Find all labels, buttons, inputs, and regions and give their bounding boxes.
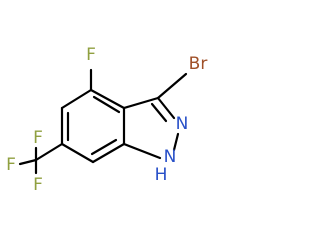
bond — [156, 96, 176, 120]
ring-nitrogen-label: N — [176, 114, 189, 134]
double-bond-inner — [92, 95, 121, 114]
structure-canvas: F Br N N H F F F — [6, 45, 208, 195]
bond — [60, 88, 93, 110]
bond — [122, 142, 162, 160]
cf3-fluorine-top-label: F — [33, 128, 43, 148]
bond-lines — [18, 68, 188, 175]
cf3-fluorine-bottom-label: F — [33, 175, 43, 195]
bond — [91, 142, 126, 164]
molecule-structure: F Br N N H F F F — [6, 45, 208, 195]
fluoro-atom-label: F — [86, 45, 96, 65]
bond — [172, 132, 180, 152]
bond — [156, 72, 188, 100]
bond — [18, 158, 38, 166]
double-bond-inner — [150, 102, 168, 123]
nh-nitrogen-label: N — [164, 147, 177, 167]
bond — [60, 142, 95, 164]
double-bond-inner — [90, 138, 118, 156]
bond — [89, 88, 126, 110]
bromo-atom-label: Br — [189, 54, 208, 74]
nh-hydrogen-label: H — [155, 165, 168, 185]
cf3-fluorine-left-label: F — [6, 155, 16, 175]
bond — [122, 96, 160, 110]
bond — [34, 142, 64, 162]
